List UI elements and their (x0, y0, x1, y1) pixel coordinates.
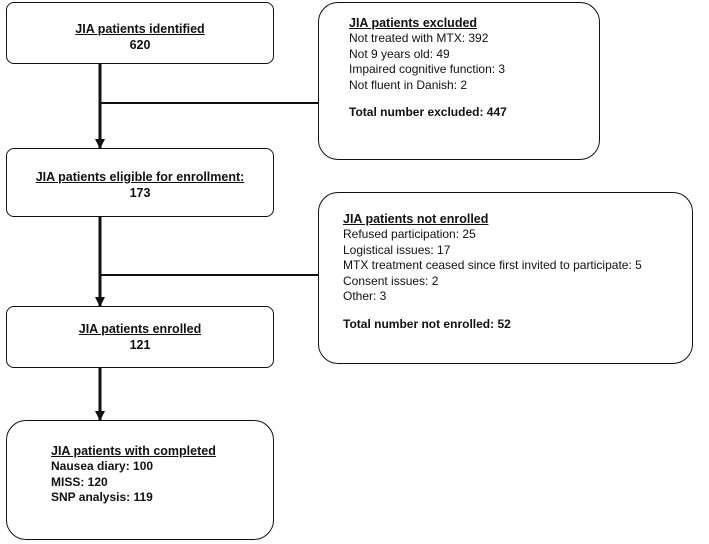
not-enrolled-reason: Logistical issues: 17 (343, 242, 451, 257)
excluded-total: Total number excluded: 447 (349, 105, 507, 119)
completed-box: JIA patients with completed Nausea diary… (6, 420, 274, 540)
not-enrolled-title: JIA patients not enrolled (343, 212, 489, 226)
not-enrolled-reason: Other: 3 (343, 289, 387, 303)
completed-title: JIA patients with completed (51, 444, 216, 458)
excluded-reason: Impaired cognitive function: 3 (349, 62, 506, 76)
not-enrolled-reason: Consent issues: 2 (343, 273, 439, 288)
eligible-title: JIA patients eligible for enrollment: (35, 170, 245, 184)
not-enrolled-reason: Refused participation: 25 (343, 227, 476, 241)
eligible-count: 173 (129, 186, 151, 200)
excluded-title: JIA patients excluded (349, 16, 478, 30)
eligible-box: JIA patients eligible for enrollment: 17… (6, 148, 274, 217)
not-enrolled-reason: MTX treatment ceased since first invited… (343, 258, 642, 272)
enrolled-count: 121 (129, 338, 151, 352)
excluded-reason: Not 9 years old: 49 (349, 46, 450, 61)
completed-item: SNP analysis: 119 (51, 490, 153, 504)
not-enrolled-total: Total number not enrolled: 52 (343, 316, 511, 331)
not-enrolled-box: JIA patients not enrolled Refused partic… (318, 192, 693, 364)
identified-box: JIA patients identified 620 (6, 2, 274, 64)
identified-count: 620 (129, 38, 151, 52)
excluded-box: JIA patients excluded Not treated with M… (318, 2, 600, 160)
excluded-reason: Not treated with MTX: 392 (349, 31, 489, 45)
enrolled-title: JIA patients enrolled (78, 322, 202, 336)
identified-title: JIA patients identified (75, 22, 205, 36)
completed-item: Nausea diary: 100 (51, 459, 154, 473)
excluded-reason: Not fluent in Danish: 2 (349, 77, 468, 92)
enrolled-box: JIA patients enrolled 121 (6, 306, 274, 368)
completed-item: MISS: 120 (51, 474, 108, 489)
